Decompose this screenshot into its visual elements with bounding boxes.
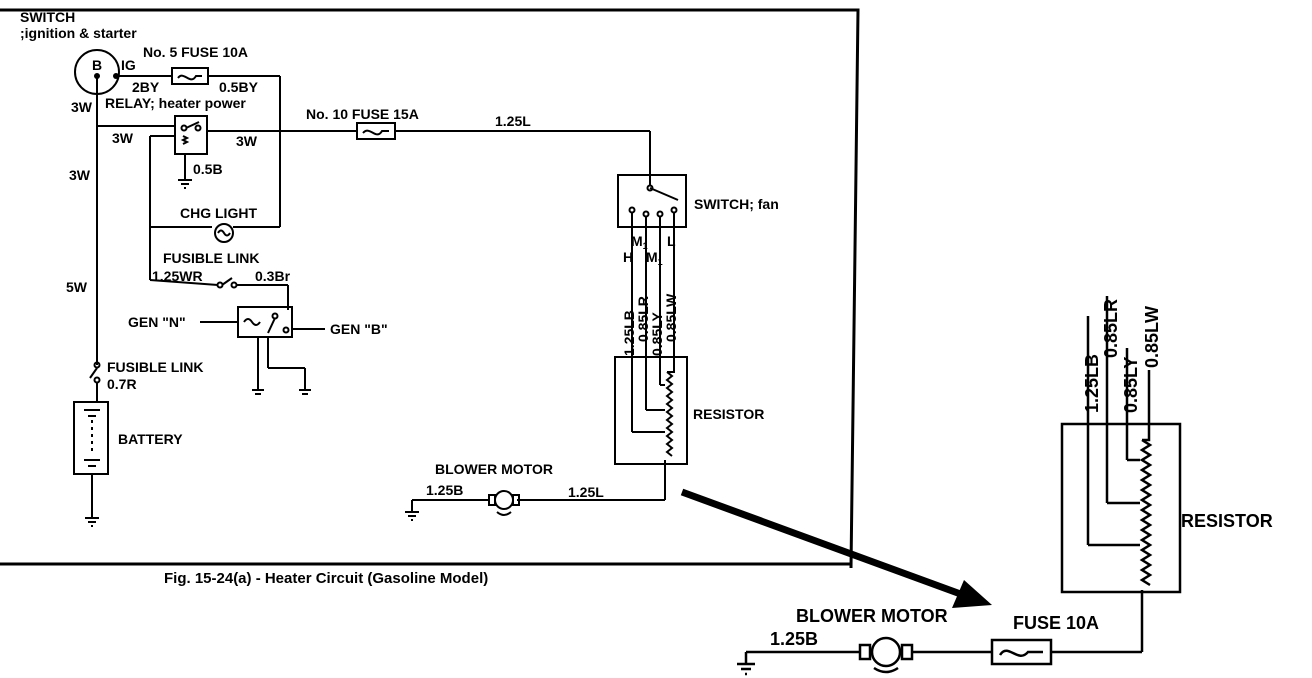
fan-switch-symbol [617, 174, 687, 228]
terminal-b-label: B [92, 57, 102, 73]
wire-3w-label-3: 3W [69, 167, 91, 183]
original-circuit: SWITCH ;ignition & starter B IG No. 5 FU… [0, 8, 860, 569]
wire-085lw-label: 0.85LW [663, 293, 679, 342]
terminal-l-label: L [667, 233, 676, 249]
ignition-switch-subtitle: ;ignition & starter [20, 25, 137, 41]
fuse-10-label: No. 10 FUSE 15A [306, 106, 419, 122]
battery-label: BATTERY [118, 431, 183, 447]
wire-3w-label-4: 3W [236, 133, 258, 149]
right-blower-motor-label: BLOWER MOTOR [796, 606, 948, 626]
resistor-label: RESISTOR [693, 406, 764, 422]
wire-125b-label: 1.25B [426, 482, 463, 498]
right-wire-125b-label: 1.25B [770, 629, 818, 649]
fuse-5-label: No. 5 FUSE 10A [143, 44, 248, 60]
right-wire-125lb-label: 1.25LB [1082, 354, 1102, 413]
wire-2by-label: 2BY [132, 79, 160, 95]
fuse-5-element [177, 74, 202, 81]
wire-05by-label: 0.5BY [219, 79, 259, 95]
figure-caption: Fig. 15-24(a) - Heater Circuit (Gasoline… [164, 570, 488, 587]
fuse-10-element [362, 129, 389, 136]
relay-symbol [174, 115, 208, 155]
fan-switch-label: SWITCH; fan [694, 196, 779, 212]
right-resistor-symbol [1060, 422, 1182, 594]
battery-symbol [73, 401, 109, 475]
fuse-10-symbol [356, 122, 396, 140]
wire-3w-label-1: 3W [71, 99, 93, 115]
relay-label: RELAY; heater power [105, 95, 246, 111]
wire-5w-label: 5W [66, 279, 88, 295]
right-blower-motor-symbol [870, 636, 902, 668]
right-resistor-label: RESISTOR [1181, 511, 1273, 531]
wire-085ly-label: 0.85LY [649, 311, 665, 356]
ignition-switch-title: SWITCH [20, 9, 75, 25]
wire-125wr-label: 1.25WR [152, 268, 203, 284]
wire-125lb-label: 1.25LB [621, 310, 637, 356]
gen-b-label: GEN "B" [330, 321, 388, 337]
wire-05b-label: 0.5B [193, 161, 223, 177]
blower-motor-symbol [494, 490, 514, 510]
chg-light-bulb [214, 223, 234, 243]
modified-circuit: 1.25LB 0.85LR 0.85LY 0.85LW RESISTOR FUS… [737, 296, 1273, 676]
wire-07r-label: 0.7R [107, 376, 137, 392]
right-wire-085lw-label: 0.85LW [1142, 306, 1162, 368]
right-wire-085ly-label: 0.85LY [1121, 357, 1141, 413]
right-wire-085lr-label: 0.85LR [1101, 299, 1121, 358]
arrow-head-icon [952, 580, 992, 608]
terminal-h-label: H [623, 249, 633, 265]
diagram-frame [0, 8, 860, 569]
right-fuse-element [998, 649, 1043, 657]
wire-03br-label: 0.3Br [255, 268, 291, 284]
wire-125l-bottom-label: 1.25L [568, 484, 604, 500]
fusible-link-2-label: FUSIBLE LINK [107, 359, 203, 375]
wire-3w-label-2: 3W [112, 130, 134, 146]
callout-arrow [680, 488, 968, 600]
terminal-ig-label: IG [121, 57, 136, 73]
resistor-symbol [614, 356, 688, 465]
chg-light-label: CHG LIGHT [180, 205, 257, 221]
wire-125l-top-label: 1.25L [495, 113, 531, 129]
fuse-5-symbol [171, 67, 209, 85]
gen-n-label: GEN "N" [128, 314, 186, 330]
resistor-element [665, 371, 674, 457]
wire-085lr-label: 0.85LR [635, 296, 651, 342]
right-fuse-label: FUSE 10A [1013, 613, 1099, 633]
fusible-link-1-label: FUSIBLE LINK [163, 250, 259, 266]
blower-motor-label: BLOWER MOTOR [435, 461, 553, 477]
right-resistor-element [1139, 438, 1153, 587]
